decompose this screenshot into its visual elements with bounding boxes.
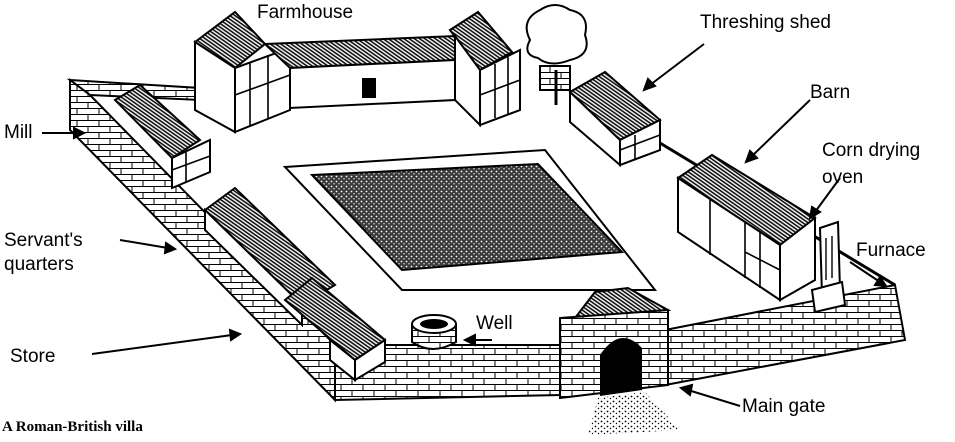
threshing-shed xyxy=(568,70,662,168)
label-servants-line2: quarters xyxy=(4,254,74,275)
label-barn: Barn xyxy=(810,82,851,103)
label-farmhouse: Farmhouse xyxy=(257,2,354,23)
leader-arrows xyxy=(42,43,888,407)
label-corn-drying-line1: Corn drying xyxy=(822,140,921,161)
store xyxy=(283,276,387,383)
tree xyxy=(525,4,588,105)
label-mill: Mill xyxy=(4,122,33,143)
servants-quarters xyxy=(203,186,337,328)
label-well: Well xyxy=(476,313,513,334)
well xyxy=(411,314,457,350)
caption: A Roman-British villa xyxy=(2,419,143,435)
label-threshing-shed: Threshing shed xyxy=(700,12,831,33)
label-main-gate: Main gate xyxy=(742,396,826,417)
label-corn-drying-line2: oven xyxy=(822,167,864,188)
label-store: Store xyxy=(10,346,56,367)
front-wall xyxy=(334,283,907,402)
farmhouse xyxy=(193,10,521,134)
corn-drying-oven xyxy=(810,220,847,314)
mill xyxy=(113,83,211,190)
barn xyxy=(676,153,817,302)
main-gate xyxy=(559,286,680,435)
label-furnace: Furnace xyxy=(856,240,926,261)
courtyard-field xyxy=(282,148,658,291)
label-servants-line1: Servant's xyxy=(4,230,83,251)
